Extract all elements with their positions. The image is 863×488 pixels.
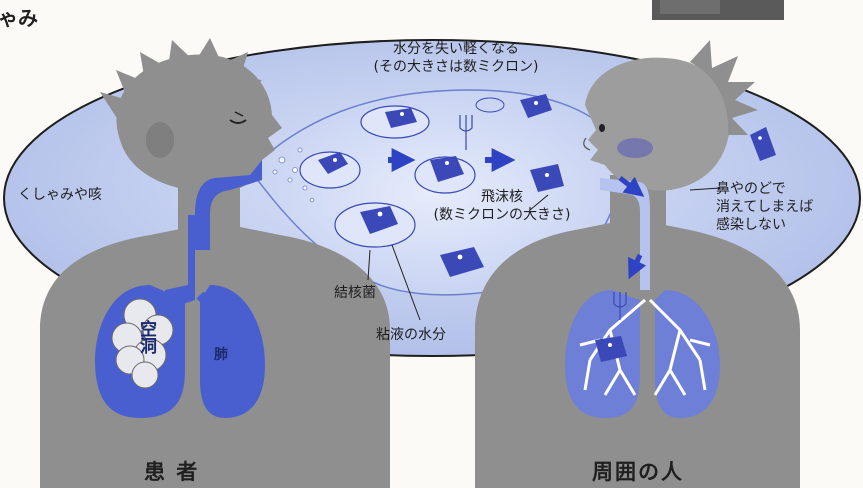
lung-label: 肺 xyxy=(214,344,228,364)
tubercle-bacillus-label: 結核菌 xyxy=(334,284,376,302)
vanish-line-3: 感染しない xyxy=(716,216,813,234)
droplet-nuclei-line-1: 飛沫核 xyxy=(412,188,592,206)
header-fragment: ゃみ xyxy=(0,2,38,31)
dehydration-line-1: 水分を失い軽くなる xyxy=(356,40,556,58)
mucus-water-label: 粘液の水分 xyxy=(376,326,446,344)
dehydration-line-2: (その大きさは数ミクロン) xyxy=(356,58,556,76)
vanish-label: 鼻やのどで 消えてしまえば 感染しない xyxy=(716,180,813,234)
droplet-nuclei-line-2: (数ミクロンの大きさ) xyxy=(412,206,592,224)
vanish-line-1: 鼻やのどで xyxy=(716,180,813,198)
people-around-caption: 周囲の人 xyxy=(592,456,684,486)
patient-caption: 患 者 xyxy=(144,456,199,486)
sneeze-cough-label: くしゃみや咳 xyxy=(18,186,102,204)
vanish-line-2: 消えてしまえば xyxy=(716,198,813,216)
dehydration-label: 水分を失い軽くなる (その大きさは数ミクロン) xyxy=(356,40,556,76)
droplet-nuclei-label: 飛沫核 (数ミクロンの大きさ) xyxy=(412,188,592,224)
cavity-label: 空洞 xyxy=(134,320,159,354)
